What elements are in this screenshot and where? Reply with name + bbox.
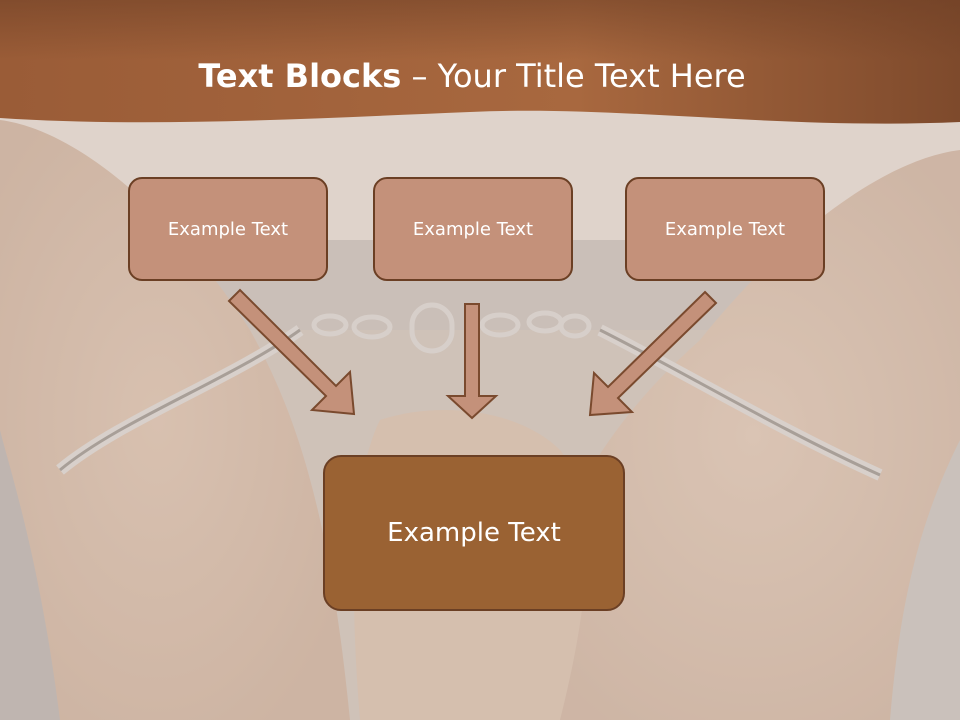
arrow-right-diagonal	[588, 290, 718, 417]
title-rest-text: Your Title Text Here	[437, 57, 746, 95]
arrow-left-diagonal	[227, 288, 356, 416]
title-bold-text: Text Blocks	[198, 57, 402, 95]
text-block-result[interactable]: Example Text	[323, 455, 625, 611]
text-block-1[interactable]: Example Text	[128, 177, 328, 281]
title-dash: –	[401, 57, 438, 95]
text-block-3[interactable]: Example Text	[625, 177, 825, 281]
arrow-center-down	[445, 303, 499, 420]
text-block-2[interactable]: Example Text	[373, 177, 573, 281]
text-block-3-label: Example Text	[664, 218, 786, 240]
text-block-result-label: Example Text	[387, 518, 561, 548]
text-block-2-label: Example Text	[412, 218, 534, 240]
slide-title: Text Blocks – Your Title Text Here	[0, 56, 944, 96]
text-block-1-label: Example Text	[167, 218, 289, 240]
